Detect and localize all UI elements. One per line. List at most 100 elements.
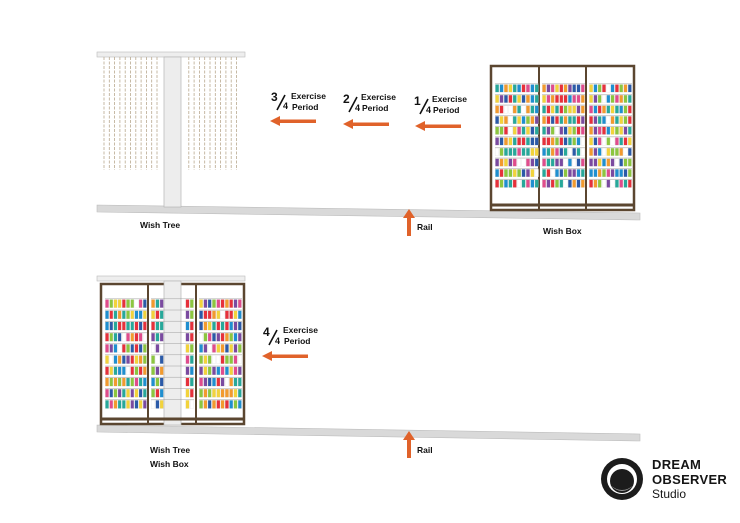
wish-card [526, 137, 530, 146]
wish-card [122, 366, 126, 376]
wish-card [126, 389, 130, 398]
wish-card [597, 148, 602, 156]
wish-card [517, 169, 522, 178]
wish-card [550, 105, 555, 114]
wish-card [138, 355, 143, 364]
wish-card [212, 310, 216, 320]
wish-card [627, 94, 632, 103]
wish-card [220, 321, 225, 331]
wish-card [155, 299, 160, 308]
wish-card [530, 137, 535, 146]
wish-card [508, 126, 513, 135]
eye-logo-icon [601, 458, 643, 500]
wish-card [499, 169, 504, 178]
wish-card [517, 137, 522, 146]
wish-card [229, 321, 234, 331]
wish-card [593, 105, 598, 114]
wish-card [542, 116, 546, 125]
bottom-wish-tree-box [96, 275, 246, 426]
wish-card [542, 84, 546, 93]
wish-card [512, 148, 517, 156]
wish-card [530, 169, 535, 178]
wish-card [122, 377, 126, 387]
wish-card [563, 116, 568, 125]
wish-card [207, 389, 212, 398]
wish-card [199, 299, 203, 308]
wish-card [185, 400, 190, 409]
wish-card [530, 158, 535, 167]
logo-line-2: OBSERVER [652, 472, 728, 487]
wish-card [546, 94, 551, 103]
wish-card [517, 158, 522, 167]
wish-card [185, 299, 190, 308]
wish-card [576, 148, 581, 156]
wish-card [623, 158, 628, 167]
wish-card [190, 389, 194, 398]
wish-card [105, 389, 109, 398]
wish-card [563, 179, 568, 188]
wish-card [105, 377, 109, 387]
wish-card [229, 310, 234, 320]
wish-card [225, 389, 229, 398]
wish-card [130, 321, 135, 331]
wish-card [190, 321, 194, 331]
wish-card [593, 158, 598, 167]
wish-card [216, 299, 221, 308]
wish-card [504, 137, 508, 146]
stage-label-line2: Period [292, 102, 318, 112]
wish-card [105, 310, 109, 320]
wish-card [126, 333, 130, 342]
wish-card [207, 366, 212, 376]
wish-card [238, 310, 242, 320]
wish-card [117, 400, 122, 409]
top-wish-box [489, 64, 636, 212]
wish-card [580, 84, 585, 93]
wish-card [593, 126, 598, 135]
wish-card [117, 299, 122, 308]
wish-card [233, 310, 238, 320]
fraction-slash [419, 98, 429, 115]
wish-card [495, 179, 499, 188]
wish-card [143, 377, 147, 387]
stage-numerator: 2 [343, 92, 350, 106]
wish-card [606, 158, 611, 167]
wish-card [623, 116, 628, 125]
wish-card [134, 333, 139, 342]
wish-card [113, 366, 118, 376]
wish-card [199, 310, 203, 320]
wish-card [597, 105, 602, 114]
wish-card [220, 310, 225, 320]
wish-card [130, 366, 135, 376]
wish-card [203, 400, 208, 409]
wish-card [555, 158, 559, 167]
wish-card [550, 158, 555, 167]
wish-card [122, 310, 126, 320]
wish-card [623, 137, 628, 146]
wish-card [212, 355, 216, 364]
wish-card [109, 355, 113, 364]
bottom-panel: 4 4 Exercise Period Rail Wish Tree Wish … [96, 275, 641, 469]
wish-card [517, 179, 522, 188]
wish-card [190, 310, 194, 320]
wish-card [151, 389, 155, 398]
wish-card [619, 94, 624, 103]
wish-card [517, 116, 522, 125]
wish-card [126, 400, 130, 409]
wish-card [580, 126, 585, 135]
wish-card [499, 116, 504, 125]
wish-card [225, 299, 229, 308]
wish-card [238, 366, 242, 376]
stage-numerator: 3 [271, 90, 278, 104]
wish-card [126, 366, 130, 376]
wish-card [113, 333, 118, 342]
wish-card [555, 94, 559, 103]
wish-card [159, 355, 164, 364]
wish-card [122, 344, 126, 353]
wish-card [238, 400, 242, 409]
wish-card [597, 84, 602, 93]
wish-card [517, 94, 522, 103]
wish-card [134, 400, 139, 409]
wish-card [225, 366, 229, 376]
wish-card [589, 116, 593, 125]
wish-card [495, 84, 499, 93]
